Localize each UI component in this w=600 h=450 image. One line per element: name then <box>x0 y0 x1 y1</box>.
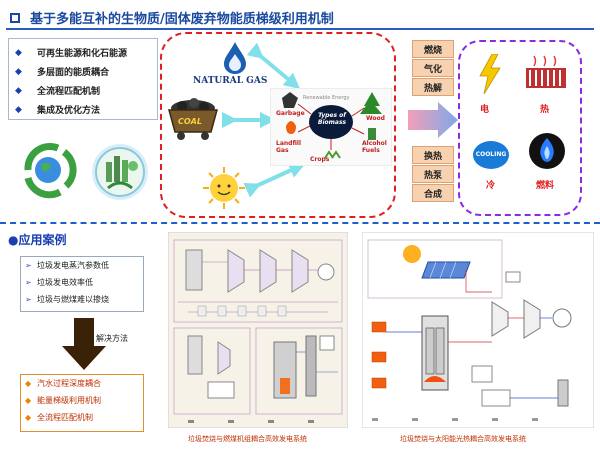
diamond-bullet-icon: ◆ <box>15 47 22 58</box>
process-tag: 换热 <box>412 146 454 164</box>
recycle-globe-icons <box>24 142 148 200</box>
diamond-bullet-icon: ◆ <box>25 379 32 388</box>
fuel-label: 燃料 <box>536 181 555 191</box>
recycle-globe-icon <box>24 142 77 199</box>
problem-item: ➢垃圾发电蒸汽参数低 <box>25 261 109 270</box>
double-arrow <box>246 42 301 90</box>
solar-coupled-system-figure <box>362 232 594 428</box>
section-separator <box>0 222 600 224</box>
dot-bullet-icon: ● <box>8 233 19 247</box>
cooling-icon-label: COOLING <box>475 151 507 158</box>
gas-burner-icon <box>529 133 565 169</box>
double-arrow <box>243 163 306 198</box>
sun-icon <box>203 167 245 209</box>
wood-label: Wood <box>366 115 385 122</box>
diamond-bullet-icon: ◆ <box>25 396 32 405</box>
case-title: ●应用案例 <box>8 233 67 247</box>
process-tag: 热解 <box>412 78 454 96</box>
solution-label: 解决方法 <box>96 334 128 343</box>
green-city-icon <box>92 144 148 200</box>
solution-item: ◆全流程匹配机制 <box>25 413 93 422</box>
down-arrow-icon <box>62 318 106 370</box>
problem-item: ➢垃圾发电效率低 <box>25 278 93 287</box>
crops-label: Crops <box>310 156 330 163</box>
process-tag: 合成 <box>412 184 454 202</box>
heat-label: 热 <box>540 105 550 115</box>
cooling-icon <box>473 141 509 169</box>
solutions-box: ◆汽水过程深度耦合 ◆能量梯级利用机制 ◆全流程匹配机制 <box>20 374 144 432</box>
diamond-bullet-icon: ◆ <box>15 66 22 77</box>
diamond-bullet-icon: ◆ <box>15 104 22 115</box>
crops-icon <box>324 150 341 159</box>
problems-box: ➢垃圾发电蒸汽参数低 ➢垃圾发电效率低 ➢垃圾与燃煤难以掺烧 <box>20 256 144 312</box>
energy-sources-region <box>160 32 396 218</box>
biomass-center-label: Types of Biomass <box>317 112 347 126</box>
solution-item: ◆汽水过程深度耦合 <box>25 379 101 388</box>
features-box: ◆可再生能源和化石能源 ◆多层面的能质耦合 ◆全流程匹配机制 ◆集成及优化方法 <box>8 38 158 120</box>
garbage-label: Garbage <box>276 110 305 117</box>
coal-label: COAL <box>178 117 202 126</box>
diamond-bullet-icon: ◆ <box>25 413 32 422</box>
gas-flame-icon <box>224 42 246 74</box>
process-tag: 气化 <box>412 59 454 77</box>
problem-item: ➢垃圾与燃煤难以掺烧 <box>25 295 109 304</box>
heater-icon <box>526 55 566 88</box>
tree-icon <box>360 92 382 114</box>
page-title: 基于多能互补的生物质/固体废弃物能质梯级利用机制 <box>10 8 334 27</box>
coal-cart-icon <box>168 98 218 140</box>
lightning-icon <box>479 54 501 94</box>
left-figure-caption: 垃圾焚烧与燃煤机组耦合高效发电系统 <box>188 435 307 443</box>
cold-label: 冷 <box>486 181 496 191</box>
energy-link-arrows <box>222 42 306 198</box>
renewable-label: Renewable Energy <box>303 95 350 101</box>
process-tag: 燃烧 <box>412 40 454 58</box>
right-figure-caption: 垃圾焚烧与太阳能光热耦合高效发电系统 <box>400 435 526 443</box>
title-divider <box>6 28 594 30</box>
alcohol-label: Alcohol Fuels <box>362 140 387 154</box>
feature-item: ◆多层面的能质耦合 <box>15 66 110 79</box>
square-bullet-icon <box>10 12 20 23</box>
solution-item: ◆能量梯级利用机制 <box>25 396 101 405</box>
landfill-label: Landfill Gas <box>276 140 301 154</box>
diamond-bullet-icon: ◆ <box>15 85 22 96</box>
natural-gas-label: NATURAL GAS <box>193 76 268 86</box>
arrow-bullet-icon: ➢ <box>25 278 32 287</box>
fuel-bottle-icon <box>368 128 376 140</box>
feature-item: ◆可再生能源和化石能源 <box>15 47 128 60</box>
garbage-bag-icon <box>282 92 298 108</box>
electricity-label: 电 <box>480 105 490 115</box>
feature-item: ◆集成及优化方法 <box>15 104 101 117</box>
page-title-text: 基于多能互补的生物质/固体废弃物能质梯级利用机制 <box>30 12 334 27</box>
landfill-flame-icon <box>286 121 296 134</box>
coal-coupled-system-figure <box>168 232 348 428</box>
arrow-bullet-icon: ➢ <box>25 261 32 270</box>
conversion-arrow-icon <box>408 102 458 138</box>
feature-item: ◆全流程匹配机制 <box>15 85 101 98</box>
outputs-region <box>458 40 582 216</box>
process-tag: 热泵 <box>412 165 454 183</box>
arrow-bullet-icon: ➢ <box>25 295 32 304</box>
biomass-diagram <box>270 88 392 166</box>
